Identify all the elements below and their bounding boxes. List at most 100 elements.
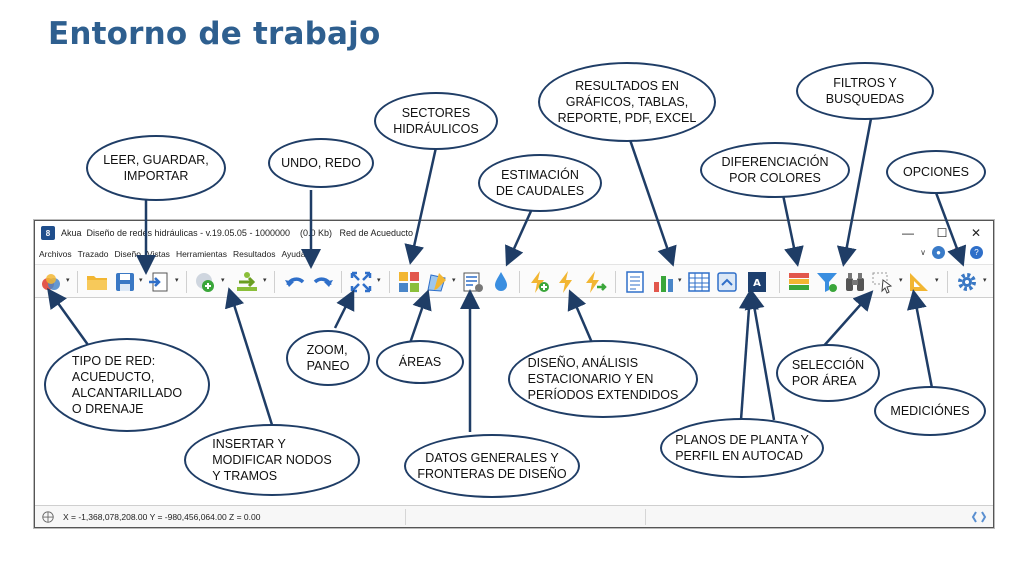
callout-planos: PLANOS DE PLANTA Y PERFIL EN AUTOCAD xyxy=(660,418,824,478)
menu-trazado[interactable]: Trazado xyxy=(77,248,109,259)
options-button[interactable] xyxy=(955,270,979,294)
area-selection-icon xyxy=(872,272,893,294)
callout-seleccion: SELECCIÓN POR ÁREA xyxy=(776,344,880,402)
table-button[interactable] xyxy=(687,270,711,294)
resize-grip-icon xyxy=(971,511,987,523)
callout-datos: DATOS GENERALES Y FRONTERAS DE DISEÑO xyxy=(404,434,580,498)
modify-icon xyxy=(237,272,257,291)
areas-button[interactable] xyxy=(425,270,449,294)
extended-lightning-icon xyxy=(586,271,607,293)
gear-icon xyxy=(958,273,976,291)
charts-button[interactable] xyxy=(651,270,675,294)
general-data-icon xyxy=(463,272,483,292)
color-layers-icon xyxy=(789,273,809,290)
callout-leer-guardar: LEER, GUARDAR, IMPORTAR xyxy=(86,135,226,201)
menu-vistas[interactable]: Vistas xyxy=(146,248,170,259)
flow-estimation-button[interactable] xyxy=(489,270,513,294)
network-type-icon xyxy=(42,274,60,290)
zoom-dropdown-icon[interactable]: ▾ xyxy=(377,277,381,284)
sectors-icon xyxy=(399,272,419,292)
maximize-button[interactable]: ☐ xyxy=(936,226,948,240)
window-titlebar: 8 Akua Diseño de redes hidráulicas - v.1… xyxy=(35,221,993,245)
extended-period-button[interactable] xyxy=(583,270,607,294)
power-icon[interactable]: ⏻ xyxy=(951,245,964,259)
insert-node-button[interactable] xyxy=(193,270,217,294)
report-icon xyxy=(626,271,644,293)
area-selection-button[interactable] xyxy=(871,270,895,294)
insert-node-icon xyxy=(196,273,214,292)
bar-chart-icon xyxy=(654,276,673,292)
import-button[interactable] xyxy=(147,270,171,294)
callout-filtros: FILTROS Y BUSQUEDAS xyxy=(796,62,934,120)
undo-button[interactable] xyxy=(283,270,307,294)
analysis-button[interactable] xyxy=(555,270,579,294)
modify-dropdown-icon[interactable]: ▾ xyxy=(263,277,267,284)
search-button[interactable] xyxy=(843,270,867,294)
open-button[interactable] xyxy=(85,270,109,294)
minimize-button[interactable]: — xyxy=(902,226,914,240)
charts-dropdown-icon[interactable]: ▾ xyxy=(678,277,682,284)
callout-mediciones: MEDICIÓNES xyxy=(874,386,986,436)
network-type-button[interactable] xyxy=(39,270,63,294)
save-icon xyxy=(116,273,134,291)
callout-diferenciacion: DIFERENCIACIÓN POR COLORES xyxy=(700,142,850,198)
water-drop-icon xyxy=(495,272,507,291)
measure-button[interactable] xyxy=(907,270,931,294)
filter-icon xyxy=(817,273,837,292)
save-button[interactable] xyxy=(113,270,137,294)
callout-tipo-red: TIPO DE RED: ACUEDUCTO, ALCANTARILLADO O… xyxy=(44,338,210,432)
menu-resultados[interactable]: Resultados xyxy=(232,248,276,259)
design-button[interactable] xyxy=(527,270,551,294)
set-square-icon xyxy=(910,273,928,291)
insert-node-dropdown-icon[interactable]: ▾ xyxy=(221,277,225,284)
autocad-icon: A xyxy=(748,272,766,292)
measure-dropdown-icon[interactable]: ▾ xyxy=(935,277,939,284)
modify-button[interactable] xyxy=(235,270,259,294)
menu-diseno[interactable]: Diseño xyxy=(114,248,141,259)
redo-button[interactable] xyxy=(311,270,335,294)
folder-icon xyxy=(87,276,107,290)
network-type-dropdown-icon[interactable]: ▾ xyxy=(66,277,70,284)
menu-archivos[interactable]: Archivos xyxy=(39,248,72,259)
import-dropdown-icon[interactable]: ▾ xyxy=(175,277,179,284)
callout-undo-redo: UNDO, REDO xyxy=(268,138,374,188)
save-dropdown-icon[interactable]: ▾ xyxy=(139,277,143,284)
menu-ayuda[interactable]: Ayuda xyxy=(281,248,306,259)
window-title: Akua Diseño de redes hidráulicas - v.19.… xyxy=(61,228,414,238)
menubar-dropdown[interactable]: ∨ xyxy=(920,248,926,257)
main-toolbar: ▾ ▾ ▾ ▾ ▾ xyxy=(35,264,993,298)
callout-zoom: ZOOM, PANEO xyxy=(286,330,370,386)
app-logo-icon: 8 xyxy=(41,226,55,240)
statusbar: X = -1,368,078,208.00 Y = -980,456,064.0… xyxy=(35,505,993,527)
options-dropdown-icon[interactable]: ▾ xyxy=(983,277,987,284)
analysis-lightning-icon xyxy=(559,271,572,293)
close-button[interactable]: ✕ xyxy=(970,226,982,240)
areas-dropdown-icon[interactable]: ▾ xyxy=(452,277,456,284)
filter-button[interactable] xyxy=(815,270,839,294)
export-button[interactable] xyxy=(715,270,739,294)
help-icon[interactable]: ? xyxy=(970,246,983,259)
areas-icon xyxy=(427,273,446,292)
table-icon xyxy=(688,272,710,292)
callout-resultados: RESULTADOS EN GRÁFICOS, TABLAS, REPORTE,… xyxy=(538,62,716,142)
sectors-button[interactable] xyxy=(397,270,421,294)
color-layers-button[interactable] xyxy=(787,270,811,294)
report-button[interactable] xyxy=(623,270,647,294)
callout-areas: ÁREAS xyxy=(376,340,464,384)
search-web-icon[interactable]: ● xyxy=(932,246,945,259)
menu-herramientas[interactable]: Herramientas xyxy=(175,248,227,259)
callout-sectores: SECTORES HIDRÁULICOS xyxy=(374,92,498,150)
callout-opciones: OPCIONES xyxy=(886,150,986,194)
binoculars-icon xyxy=(846,273,864,291)
design-lightning-icon xyxy=(531,271,549,293)
callout-insertar: INSERTAR Y MODIFICAR NODOS Y TRAMOS xyxy=(184,424,360,496)
autocad-button[interactable]: A xyxy=(745,270,769,294)
menubar: Archivos Trazado Diseño Vistas Herramien… xyxy=(35,245,993,262)
export-icon xyxy=(717,272,737,292)
undo-icon xyxy=(285,277,305,287)
callout-estimacion: ESTIMACIÓN DE CAUDALES xyxy=(478,154,602,212)
redo-icon xyxy=(313,277,333,287)
zoom-button[interactable] xyxy=(349,270,373,294)
selection-dropdown-icon[interactable]: ▾ xyxy=(899,277,903,284)
general-data-button[interactable] xyxy=(461,270,485,294)
